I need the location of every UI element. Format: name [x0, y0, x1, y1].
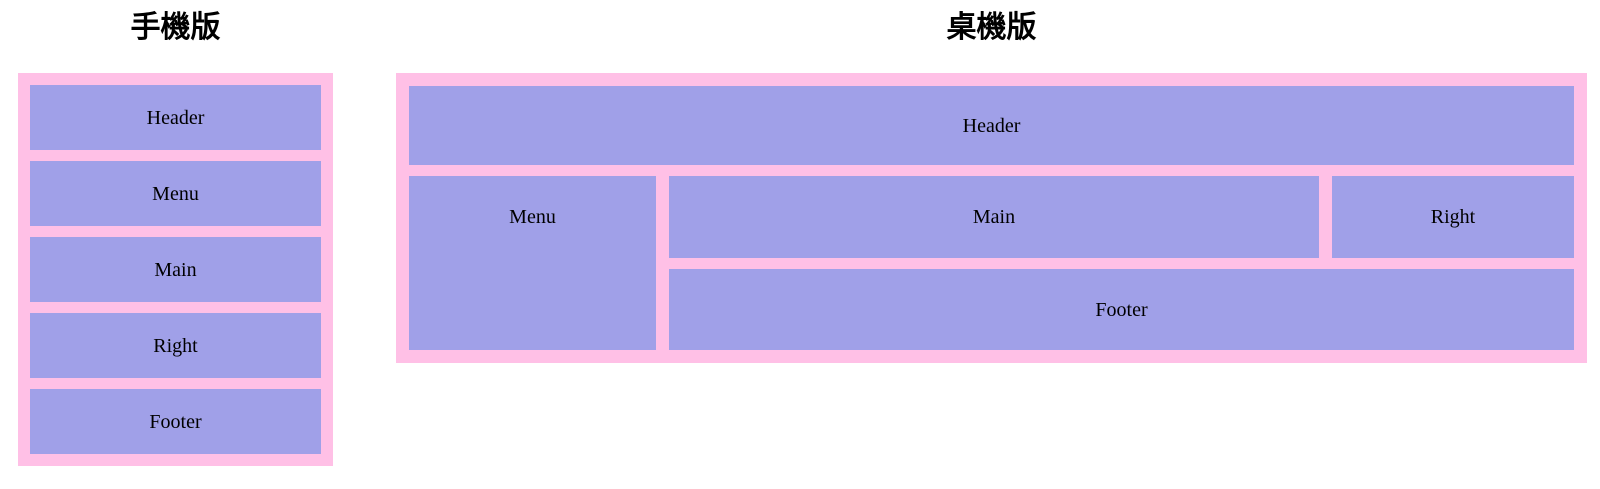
desktop-main-box: Main — [669, 176, 1319, 258]
desktop-layout-frame: Header Menu Main Right Footer — [396, 73, 1587, 363]
mobile-footer-box: Footer — [30, 389, 321, 454]
mobile-layout-frame: Header Menu Main Right Footer — [18, 73, 333, 466]
mobile-panel-title: 手機版 — [130, 11, 221, 44]
mobile-layout-panel: 手機版 Header Menu Main Right Footer — [18, 6, 333, 466]
mobile-right-box: Right — [30, 313, 321, 378]
desktop-menu-box: Menu — [409, 176, 656, 350]
mobile-main-box: Main — [30, 237, 321, 302]
mobile-header-box: Header — [30, 85, 321, 150]
desktop-layout-panel: 桌機版 Header Menu Main Right Footer — [396, 6, 1587, 363]
desktop-header-box: Header — [409, 86, 1574, 165]
desktop-footer-box: Footer — [669, 269, 1574, 350]
mobile-menu-box: Menu — [30, 161, 321, 226]
desktop-right-box: Right — [1332, 176, 1574, 258]
desktop-panel-title: 桌機版 — [946, 11, 1037, 44]
